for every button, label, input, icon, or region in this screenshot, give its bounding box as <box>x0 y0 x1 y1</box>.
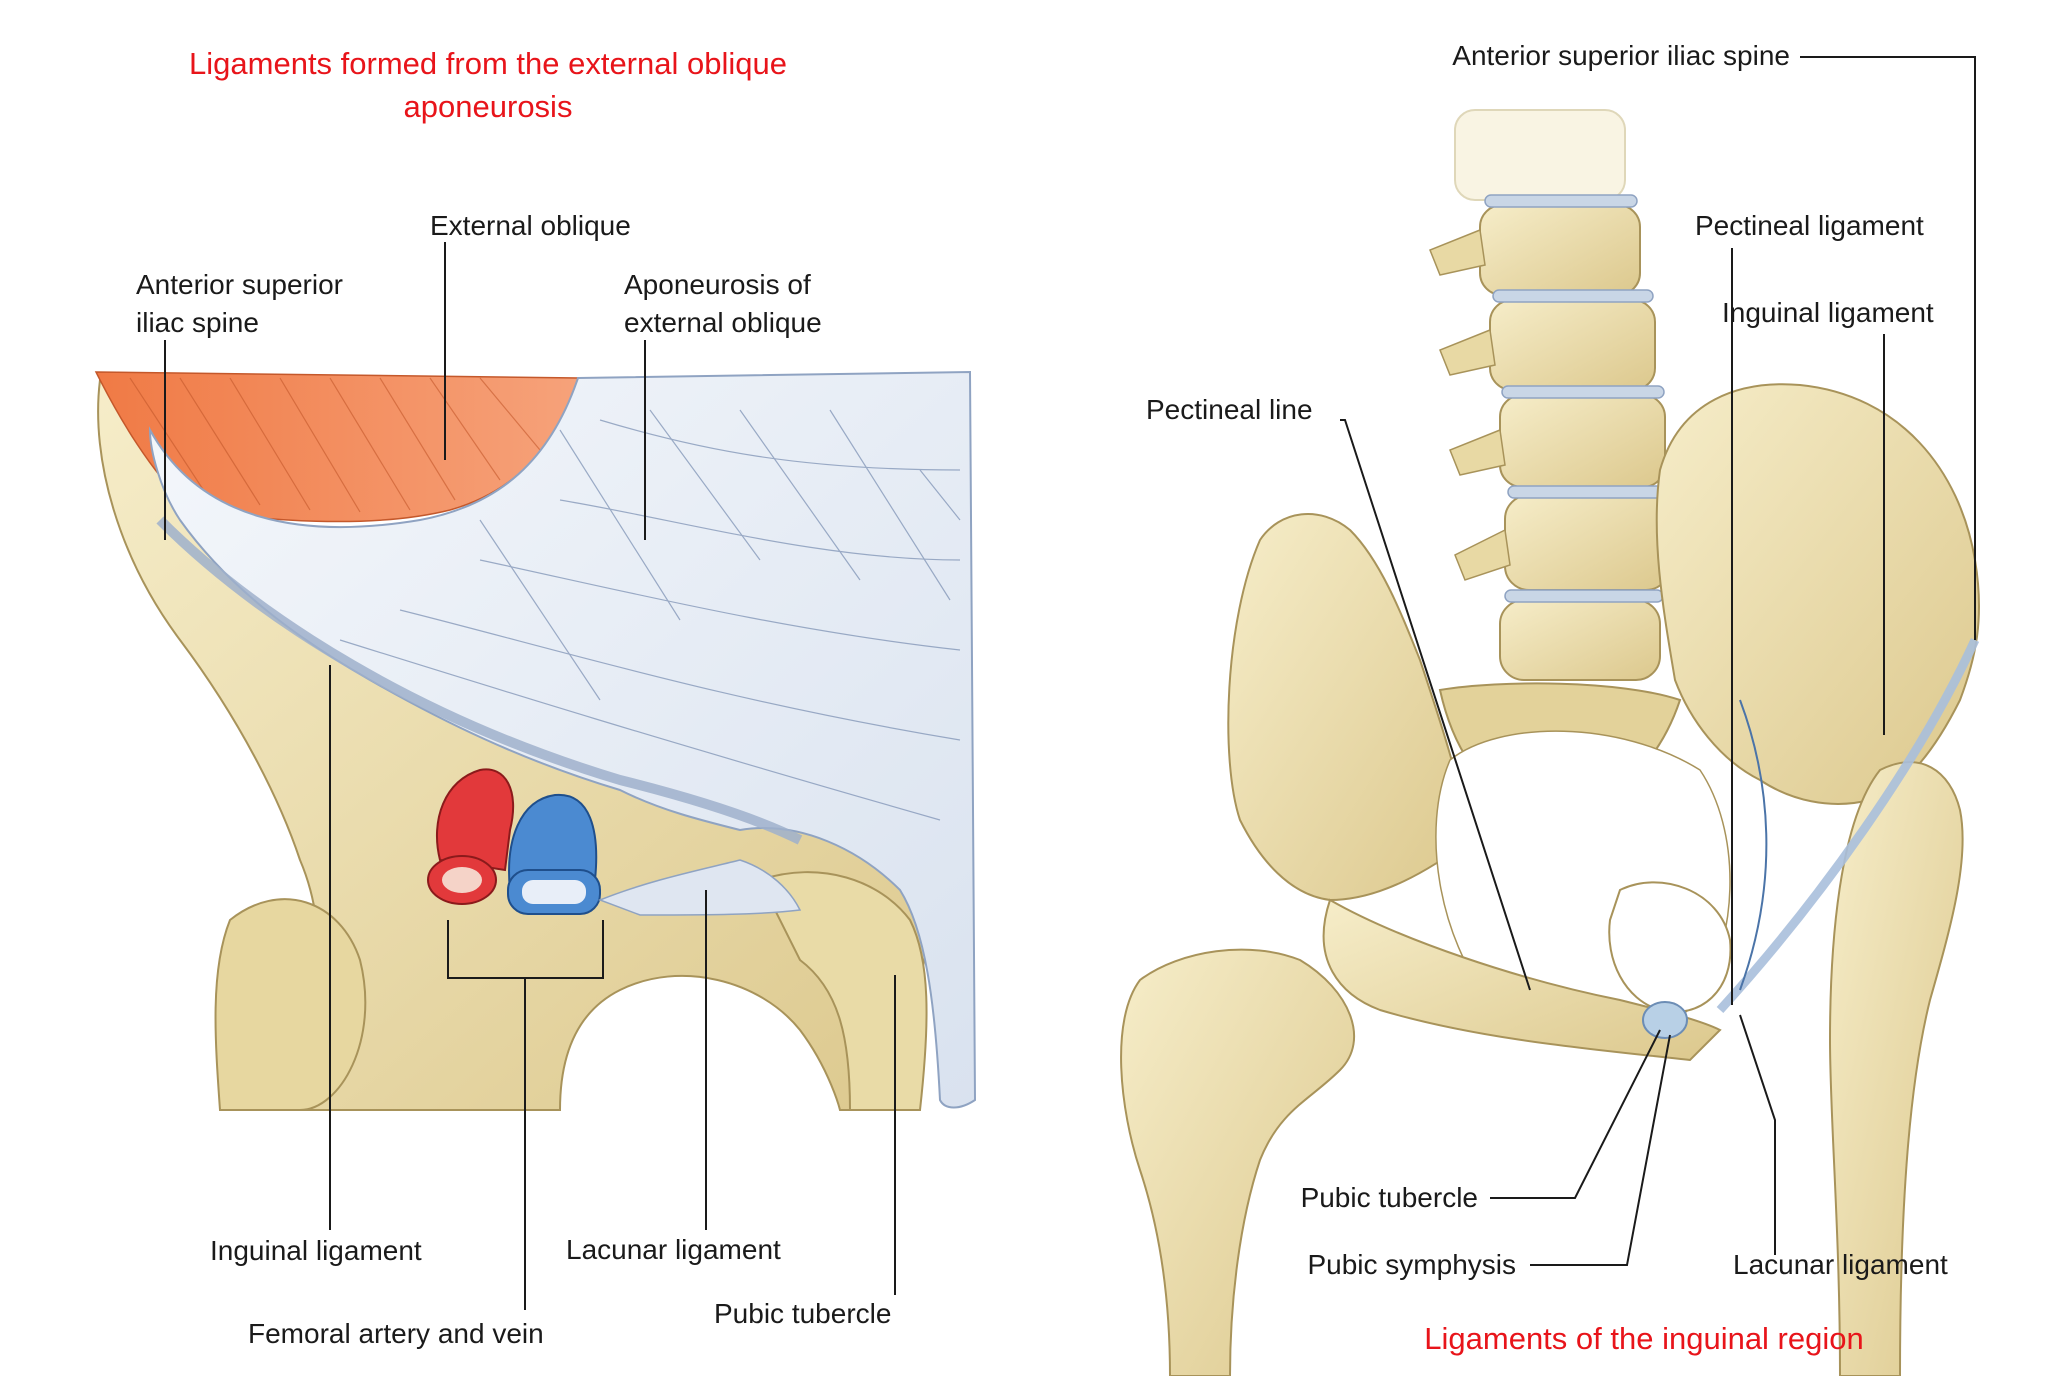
label-pubic-tubercle-left: Pubic tubercle <box>714 1298 892 1329</box>
label-pectineal-ligament: Pectineal ligament <box>1695 210 1924 241</box>
aponeurosis-fibers <box>339 409 961 821</box>
right-title: Ligaments of the inguinal region <box>1424 1321 1864 1356</box>
pectineal-ligament-line <box>1739 699 1768 991</box>
muscle-fibers <box>129 377 541 513</box>
label-asis-line2: iliac spine <box>136 307 259 338</box>
aponeurosis-sheet <box>148 370 977 1109</box>
inguinal-ligament-fold <box>156 516 803 845</box>
label-inguinal-ligament-right: Inguinal ligament <box>1722 297 1934 328</box>
femoral-artery <box>427 768 515 905</box>
label-aponeurosis-line2: external oblique <box>624 307 822 338</box>
label-pubic-tubercle-right: Pubic tubercle <box>1300 1182 1478 1213</box>
label-lacunar-ligament-right: Lacunar ligament <box>1733 1249 1948 1280</box>
right-ilium <box>1655 383 1980 805</box>
left-title-line2: aponeurosis <box>403 89 573 124</box>
left-femur-head <box>214 898 367 1111</box>
label-femoral-vessels: Femoral artery and vein <box>248 1318 544 1349</box>
lumbar-spine <box>1429 109 1671 681</box>
left-leader-lines <box>164 242 896 1310</box>
label-inguinal-ligament-left: Inguinal ligament <box>210 1235 422 1266</box>
lacunar-ligament-shape <box>597 859 802 916</box>
right-illustration <box>1120 109 1980 1376</box>
left-illustration <box>94 370 977 1111</box>
label-external-oblique: External oblique <box>430 210 631 241</box>
left-femur <box>1120 948 1356 1376</box>
left-pubis <box>758 871 928 1111</box>
label-pubic-symphysis: Pubic symphysis <box>1307 1249 1516 1280</box>
label-lacunar-ligament-left: Lacunar ligament <box>566 1234 781 1265</box>
inguinal-ligament-band <box>1716 638 1980 1014</box>
pubic-symphysis-shape <box>1642 1001 1688 1039</box>
right-leader-lines <box>1340 56 1976 1266</box>
label-asis-line1: Anterior superior <box>136 269 343 300</box>
label-aponeurosis-line1: Aponeurosis of <box>624 269 811 300</box>
label-pectineal-line: Pectineal line <box>1146 394 1313 425</box>
right-femur <box>1828 761 1964 1376</box>
pubic-rami <box>1322 898 1722 1062</box>
left-title-line1: Ligaments formed from the external obliq… <box>189 46 787 81</box>
femoral-vein <box>507 793 601 915</box>
label-asis-right: Anterior superior iliac spine <box>1452 40 1790 71</box>
left-ilium <box>1227 513 1472 902</box>
obturator-foramen <box>1608 881 1732 1013</box>
